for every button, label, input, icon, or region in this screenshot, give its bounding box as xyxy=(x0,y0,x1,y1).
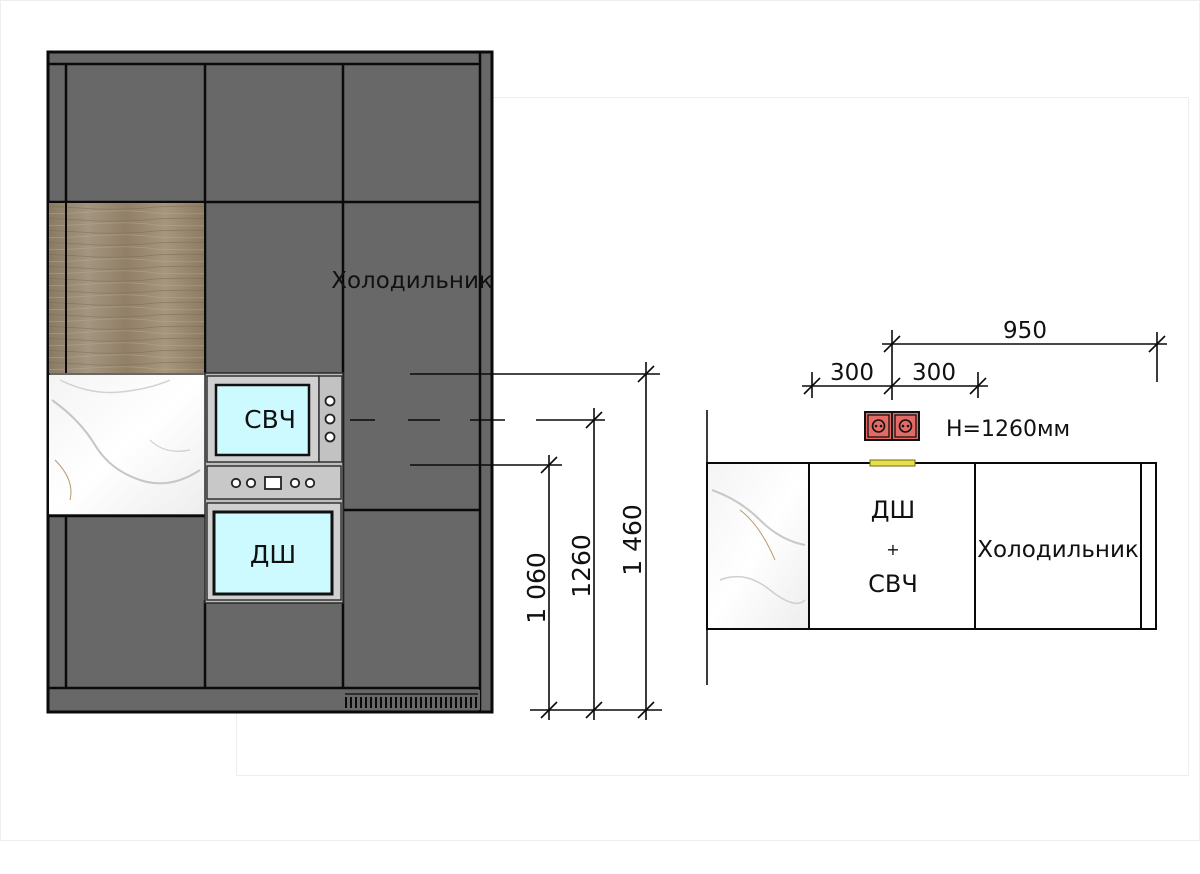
oven-label: ДШ xyxy=(250,540,296,569)
fridge-label: Холодильник xyxy=(331,268,493,294)
dim-1060: 1 060 xyxy=(522,552,551,624)
dim-1460: 1 460 xyxy=(618,504,647,576)
dim-1260: 1260 xyxy=(567,534,596,598)
plan-marble xyxy=(708,464,809,628)
marble-backsplash xyxy=(49,375,205,514)
socket-height-label: H=1260мм xyxy=(946,417,1070,442)
plan-dimensions xyxy=(802,330,1167,400)
oven-window xyxy=(212,510,334,596)
elevation-dimensions xyxy=(350,362,662,720)
microwave-knob xyxy=(324,413,336,425)
microwave-knob xyxy=(324,431,336,443)
vent-grille xyxy=(343,690,480,710)
dim-950: 950 xyxy=(1003,318,1047,344)
elevation-view: СВЧ ДШ Холодильник xyxy=(46,50,494,714)
plan-fridge-label: Холодильник xyxy=(977,537,1139,563)
oven-control-panel xyxy=(206,465,342,500)
plan-view: ДШ + СВЧ Холодильник H=1260мм xyxy=(706,410,1157,685)
plan-appliance-line1: ДШ xyxy=(871,496,915,524)
microwave-window xyxy=(214,383,311,457)
microwave: СВЧ xyxy=(206,375,343,463)
microwave-label: СВЧ xyxy=(244,405,296,434)
socket-mount-plate xyxy=(869,459,916,467)
dim-300-right: 300 xyxy=(912,360,956,386)
double-socket xyxy=(864,411,920,441)
plan-appliance-plus: + xyxy=(886,540,899,559)
plan-appliance-line2: СВЧ xyxy=(868,570,918,598)
oven: ДШ xyxy=(206,502,342,601)
microwave-knob xyxy=(324,395,336,407)
socket-outlet-icon xyxy=(871,419,886,433)
oven-display xyxy=(264,476,282,490)
dim-300-left: 300 xyxy=(830,360,874,386)
socket-outlet-icon xyxy=(898,419,913,433)
